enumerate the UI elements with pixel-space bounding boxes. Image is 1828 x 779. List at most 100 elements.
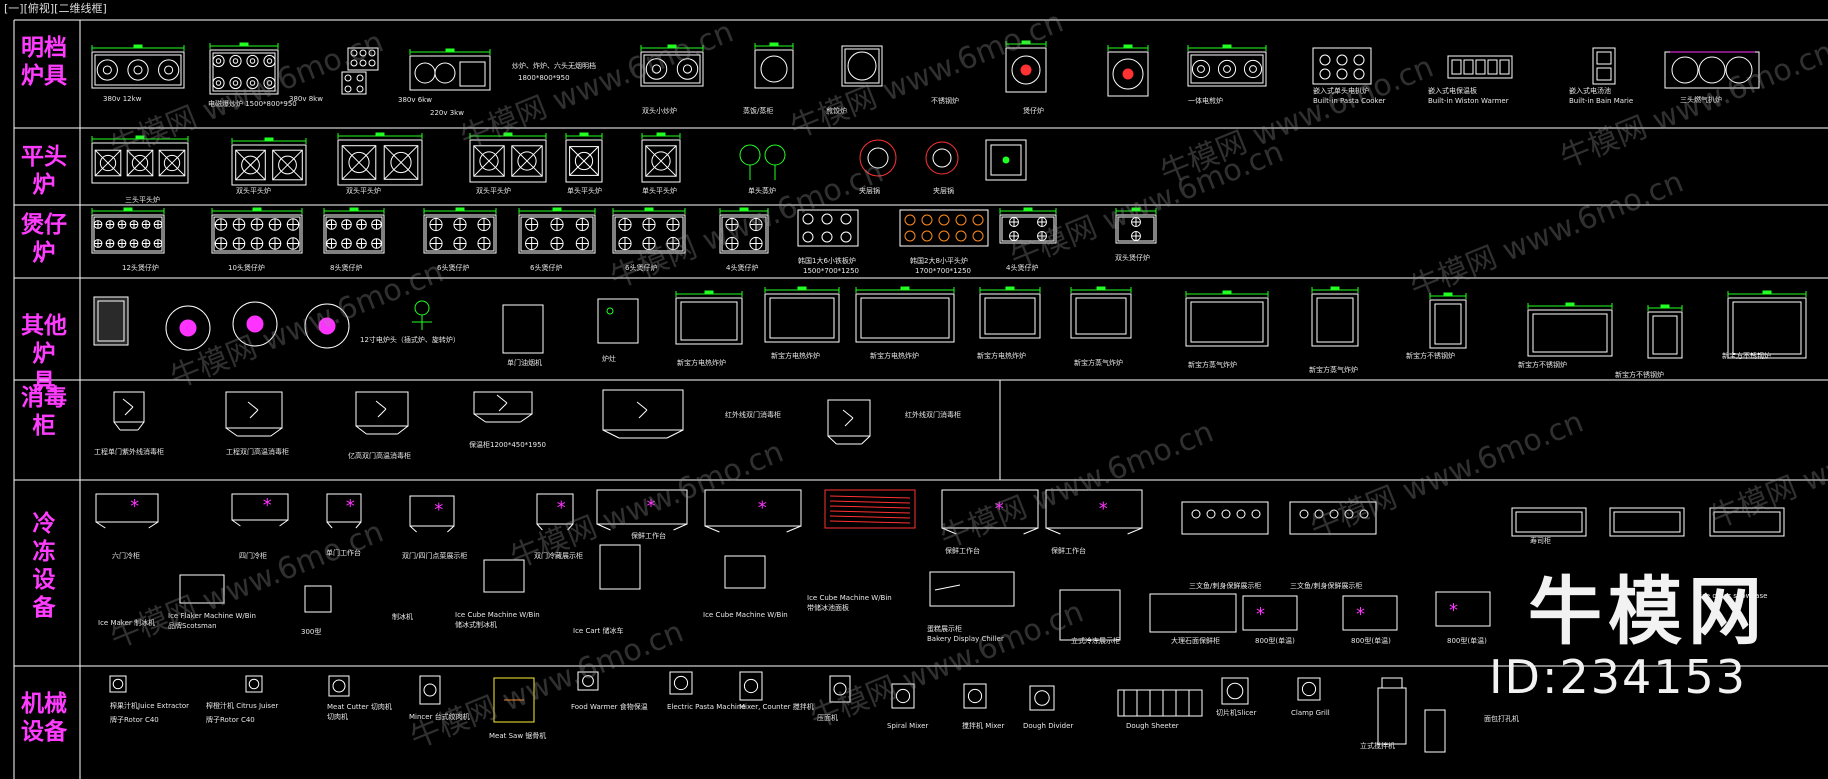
equipment-drawing[interactable]: * xyxy=(596,489,688,531)
viewport-label[interactable]: [一][俯视][二维线框] xyxy=(4,2,107,15)
equipment-drawing[interactable] xyxy=(599,544,641,590)
equipment-drawing[interactable] xyxy=(985,139,1027,181)
equipment-drawing[interactable] xyxy=(719,207,769,254)
equipment-drawing[interactable] xyxy=(518,207,596,254)
equipment-drawing[interactable]: * xyxy=(941,489,1039,535)
equipment-drawing[interactable] xyxy=(109,675,127,693)
equipment-drawing[interactable] xyxy=(929,571,1015,607)
equipment-drawing[interactable] xyxy=(824,489,916,529)
equipment-drawing[interactable] xyxy=(1709,507,1785,537)
equipment-drawing[interactable] xyxy=(113,391,145,431)
equipment-drawing[interactable]: * xyxy=(326,493,362,529)
equipment-drawing[interactable] xyxy=(1115,207,1157,244)
equipment-drawing[interactable] xyxy=(409,48,491,91)
equipment-drawing[interactable] xyxy=(1727,290,1807,359)
equipment-drawing[interactable] xyxy=(91,44,185,89)
equipment-drawing[interactable] xyxy=(1311,286,1359,347)
equipment-drawing[interactable] xyxy=(859,139,959,177)
equipment-drawing[interactable]: * xyxy=(704,489,802,533)
equipment-drawing[interactable] xyxy=(1005,40,1047,93)
equipment-drawing[interactable] xyxy=(739,144,786,180)
equipment-drawing[interactable] xyxy=(419,675,441,705)
equipment-drawing[interactable] xyxy=(323,207,385,254)
equipment-drawing[interactable] xyxy=(829,675,851,703)
equipment-drawing[interactable] xyxy=(675,290,743,345)
equipment-drawing[interactable] xyxy=(1117,689,1203,717)
equipment-drawing[interactable] xyxy=(328,675,350,697)
equipment-drawing[interactable] xyxy=(469,132,547,183)
equipment-drawing[interactable] xyxy=(1185,290,1269,347)
equipment-drawing[interactable] xyxy=(91,135,189,184)
equipment-drawing[interactable] xyxy=(1297,677,1321,701)
equipment-drawing[interactable] xyxy=(602,389,684,439)
equipment-drawing[interactable] xyxy=(209,42,279,95)
equipment-drawing[interactable] xyxy=(754,42,794,89)
equipment-drawing[interactable] xyxy=(1289,501,1377,535)
equipment-drawing[interactable] xyxy=(797,209,859,247)
equipment-drawing[interactable] xyxy=(1511,507,1587,537)
equipment-drawing[interactable] xyxy=(337,132,423,186)
equipment-drawing[interactable] xyxy=(304,585,332,613)
equipment-drawing[interactable] xyxy=(493,677,535,723)
equipment-drawing[interactable] xyxy=(612,207,686,254)
equipment-drawing[interactable] xyxy=(999,207,1057,244)
equipment-drawing[interactable] xyxy=(841,45,883,87)
equipment-drawing[interactable] xyxy=(724,555,766,589)
equipment-drawing[interactable] xyxy=(232,301,278,347)
equipment-drawing[interactable] xyxy=(1592,47,1616,85)
equipment-drawing[interactable] xyxy=(1424,709,1446,753)
equipment-drawing[interactable] xyxy=(1609,507,1685,537)
equipment-drawing[interactable] xyxy=(502,304,544,354)
equipment-drawing[interactable] xyxy=(304,303,350,349)
equipment-drawing[interactable] xyxy=(764,286,840,343)
equipment-drawing[interactable] xyxy=(231,137,307,186)
equipment-drawing[interactable]: * xyxy=(95,493,159,529)
equipment-drawing[interactable] xyxy=(1181,501,1269,535)
equipment-drawing[interactable]: * xyxy=(1242,595,1298,631)
equipment-drawing[interactable] xyxy=(1221,677,1249,705)
equipment-drawing[interactable] xyxy=(412,300,432,330)
equipment-drawing[interactable] xyxy=(473,391,533,423)
equipment-drawing[interactable] xyxy=(1187,44,1267,87)
equipment-drawing[interactable] xyxy=(165,305,211,351)
equipment-drawing[interactable] xyxy=(423,207,497,254)
equipment-drawing[interactable]: * xyxy=(536,493,574,531)
equipment-drawing[interactable]: * xyxy=(231,493,289,527)
equipment-drawing[interactable] xyxy=(1377,677,1407,745)
equipment-drawing[interactable] xyxy=(1070,286,1132,339)
equipment-drawing[interactable] xyxy=(963,683,987,709)
equipment-drawing[interactable] xyxy=(341,47,379,95)
equipment-drawing[interactable]: * xyxy=(1045,489,1143,535)
equipment-drawing[interactable] xyxy=(91,207,165,254)
equipment-drawing[interactable] xyxy=(565,132,603,183)
equipment-drawing[interactable] xyxy=(1149,593,1237,633)
equipment-drawing[interactable] xyxy=(179,574,225,604)
equipment-drawing[interactable] xyxy=(640,44,704,87)
equipment-drawing[interactable] xyxy=(899,209,989,247)
equipment-drawing[interactable] xyxy=(577,671,599,691)
equipment-drawing[interactable]: * xyxy=(1342,595,1398,631)
equipment-drawing[interactable] xyxy=(1312,47,1372,85)
equipment-drawing[interactable] xyxy=(225,391,283,437)
equipment-drawing[interactable] xyxy=(1059,589,1121,641)
equipment-drawing[interactable]: * xyxy=(409,495,455,533)
equipment-drawing[interactable] xyxy=(739,671,763,701)
equipment-drawing[interactable]: * xyxy=(1435,591,1491,627)
equipment-drawing[interactable] xyxy=(1429,292,1467,349)
equipment-drawing[interactable] xyxy=(355,391,409,435)
equipment-drawing[interactable] xyxy=(1527,302,1613,357)
equipment-drawing[interactable] xyxy=(855,286,955,343)
equipment-drawing[interactable] xyxy=(597,298,639,344)
equipment-drawing[interactable] xyxy=(891,683,915,709)
equipment-drawing[interactable] xyxy=(483,559,525,593)
equipment-drawing[interactable] xyxy=(827,399,871,445)
equipment-drawing[interactable] xyxy=(641,132,681,183)
equipment-drawing[interactable] xyxy=(979,286,1041,339)
equipment-drawing[interactable] xyxy=(211,207,303,254)
equipment-drawing[interactable] xyxy=(1647,304,1683,359)
equipment-drawing[interactable] xyxy=(1447,55,1513,79)
equipment-drawing[interactable] xyxy=(1664,51,1760,89)
equipment-drawing[interactable] xyxy=(93,296,129,346)
equipment-drawing[interactable] xyxy=(1107,44,1149,97)
